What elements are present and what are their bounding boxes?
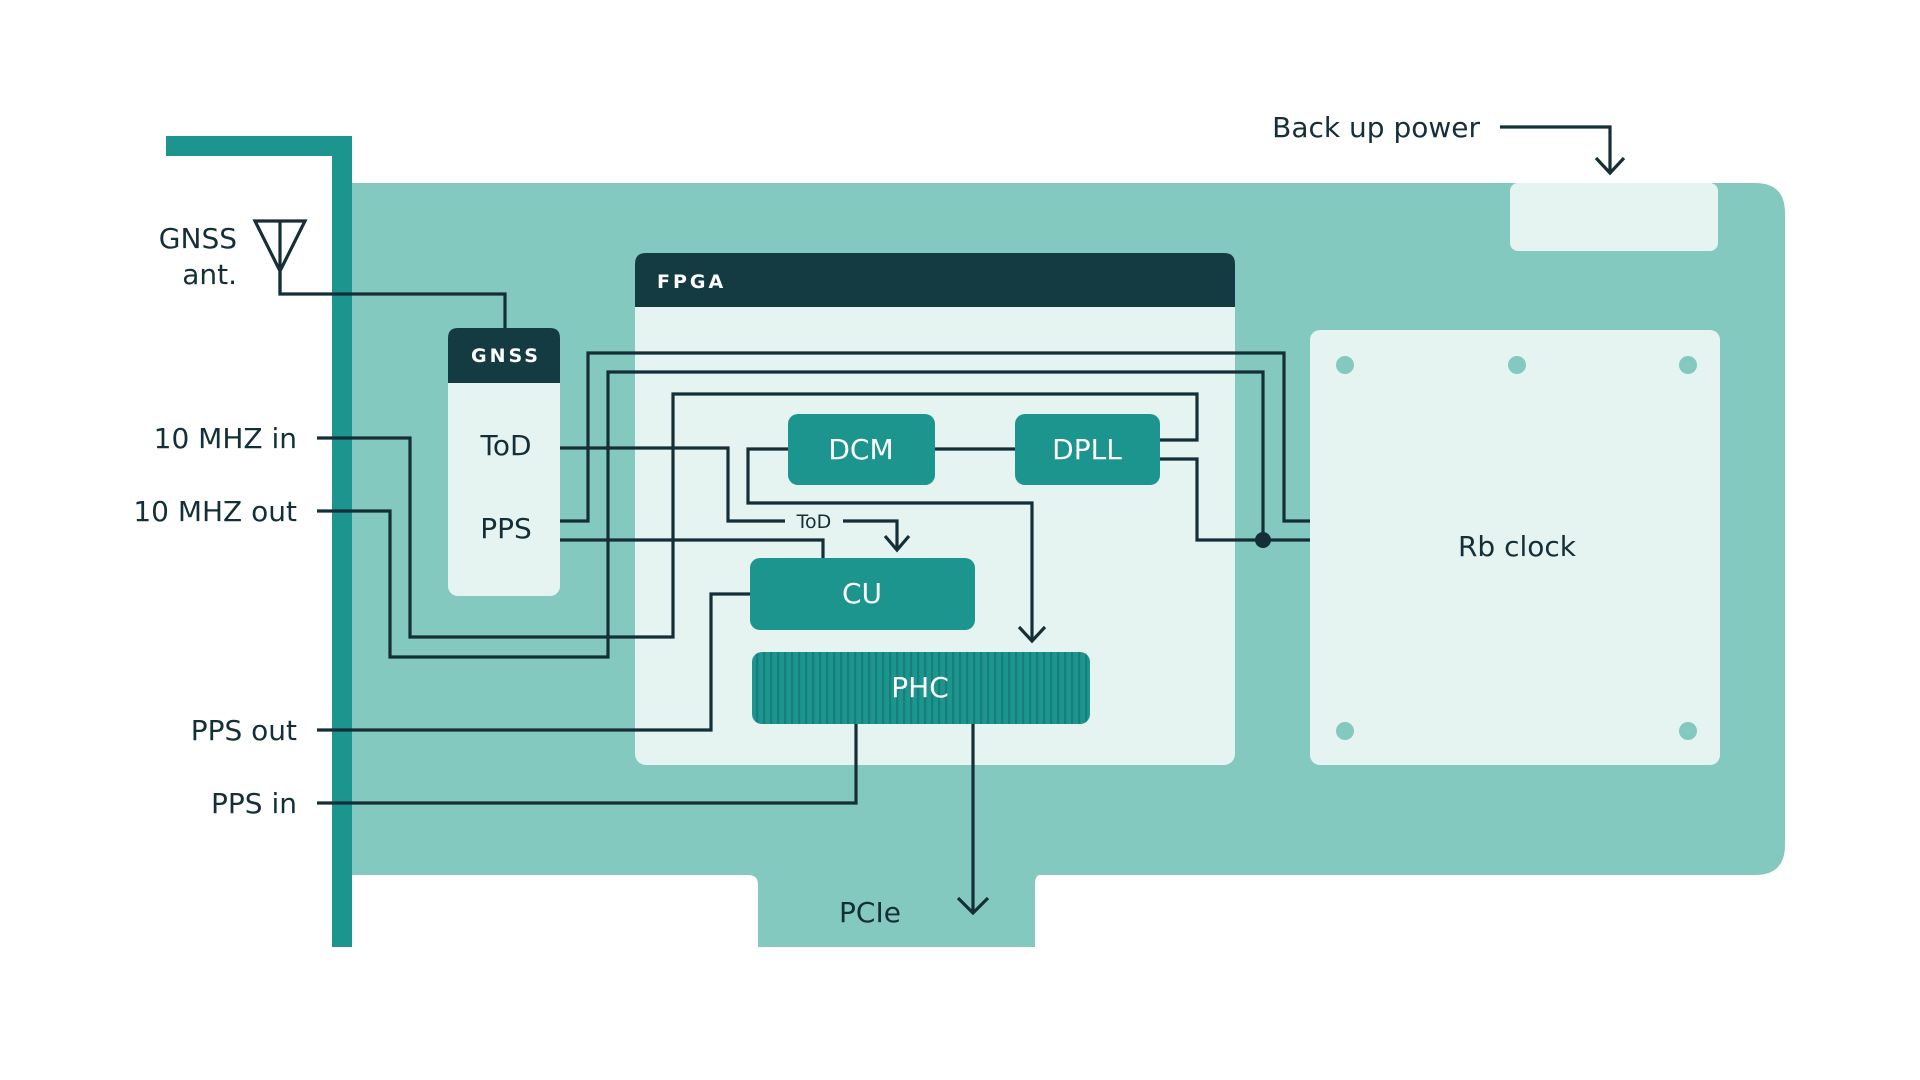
wire-dcm-phc (746, 447, 1034, 640)
antenna-feed-wire (278, 271, 507, 328)
pcie-label: PCIe (839, 896, 901, 929)
fpga-panel (635, 253, 1235, 765)
wire-10mhz-out (317, 370, 1265, 659)
dcm-label: DCM (828, 433, 893, 466)
backup-power-label: Back up power (1272, 111, 1480, 144)
phc-label: PHC (891, 671, 949, 704)
gnss-module-header: GNSS (471, 345, 541, 367)
pps-out-label: PPS out (191, 714, 297, 747)
wire-10mhz-in (317, 392, 1199, 639)
cu-label: CU (842, 577, 882, 610)
wire-dpll-rb (1160, 457, 1310, 542)
wiring (252, 125, 1626, 916)
wire-tod-arrow (843, 519, 899, 548)
cu-block (750, 558, 975, 630)
wire-gnss-tod (560, 446, 785, 523)
dpll-label: DPLL (1052, 433, 1122, 466)
dpll-block (1015, 414, 1160, 485)
wire-gnss-pps-to-rb (560, 351, 1310, 523)
backup-power-connector (1510, 183, 1718, 251)
wire-backup-power (1500, 125, 1612, 172)
mhz-in-label: 10 MHZ in (154, 422, 297, 455)
rb-mount-hole (1336, 722, 1354, 740)
rb-clock-module (1310, 330, 1720, 765)
rb-clock-label: Rb clock (1458, 530, 1577, 563)
wire-gnss-pps-to-cu (560, 538, 825, 558)
gnss-module (448, 328, 560, 596)
wire-junction (1255, 532, 1271, 548)
tod-wire-label: ToD (796, 511, 832, 533)
gnss-tod-label: ToD (479, 429, 531, 462)
dcm-block (788, 414, 935, 485)
gnss-antenna-label-2: ant. (182, 258, 237, 291)
mhz-out-label: 10 MHZ out (133, 495, 297, 528)
phc-block (752, 652, 1090, 724)
wire-pps-out (317, 592, 750, 732)
wire-pps-in (317, 724, 858, 805)
rb-mount-hole (1679, 356, 1697, 374)
gnss-antenna-label: GNSS (159, 222, 237, 255)
mounting-bracket (166, 136, 352, 947)
pps-in-label: PPS in (211, 787, 297, 820)
gnss-pps-label: PPS (480, 512, 532, 545)
rb-mount-hole (1508, 356, 1526, 374)
fpga-header-label: FPGA (657, 271, 726, 293)
rb-mount-hole (1336, 356, 1354, 374)
rb-mount-hole (1679, 722, 1697, 740)
